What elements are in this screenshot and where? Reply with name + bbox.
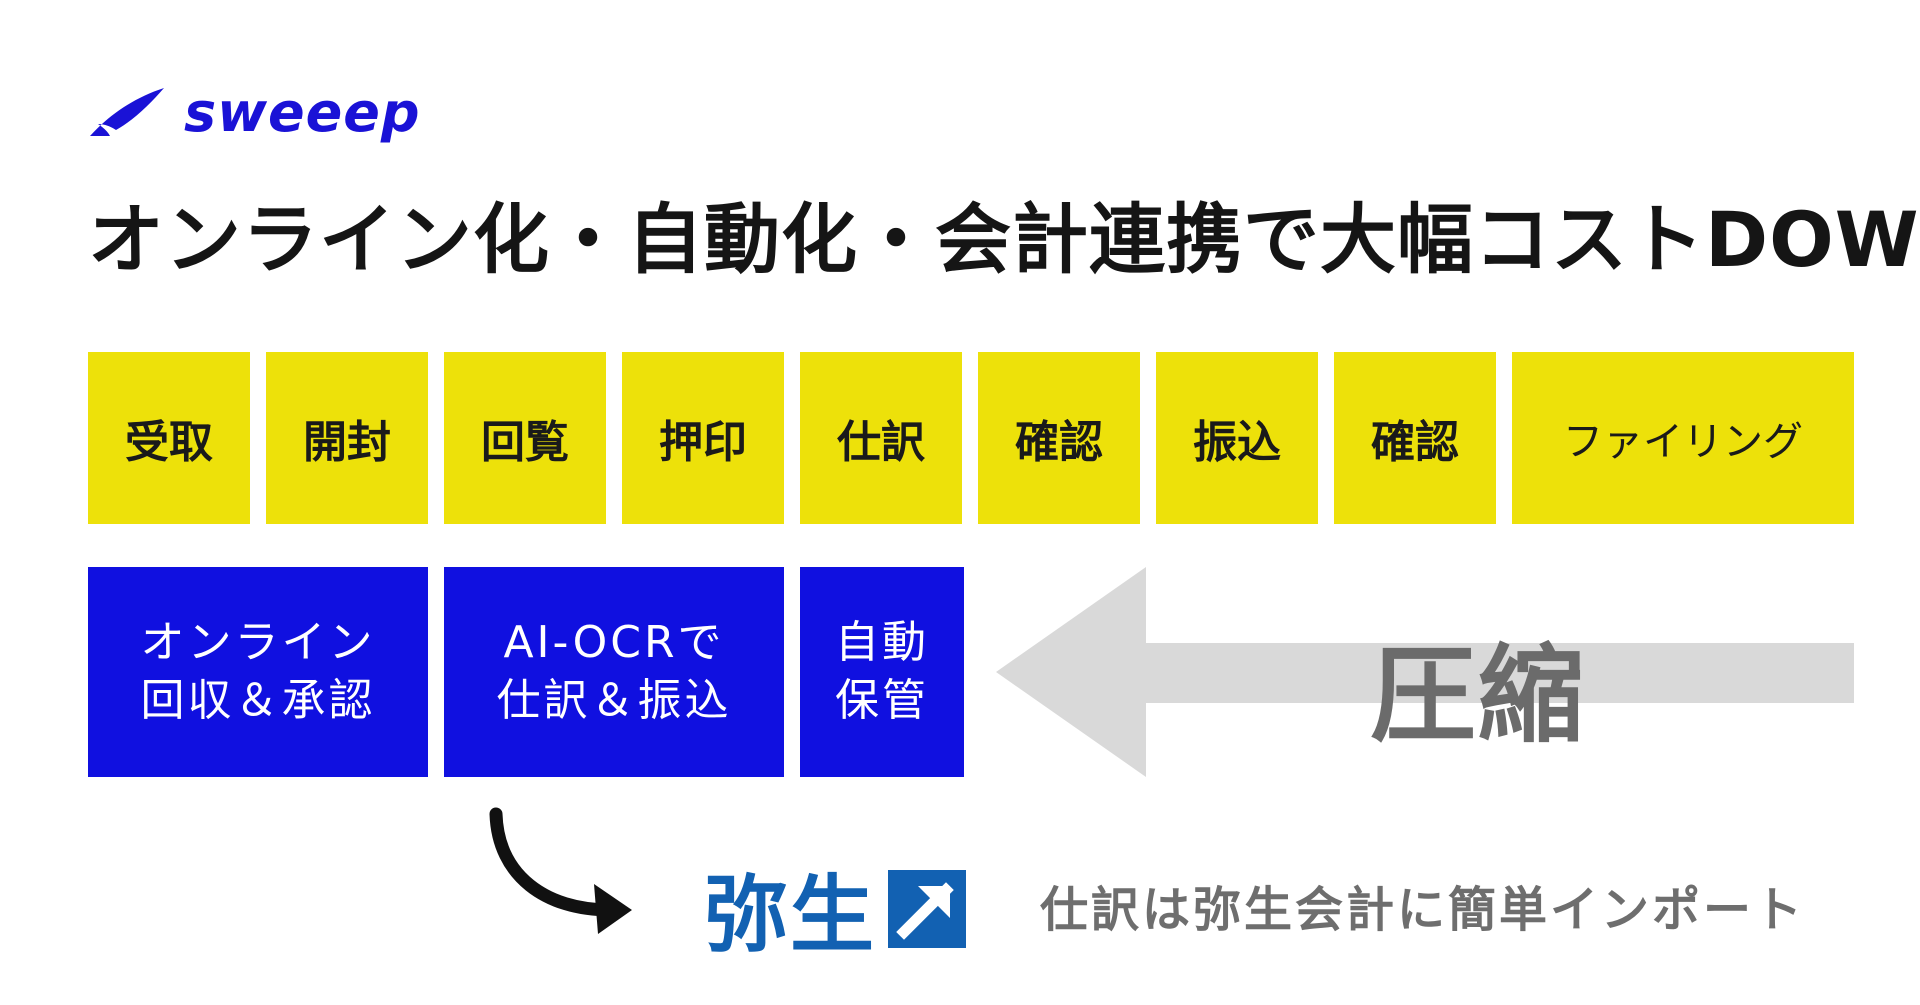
step-box: 押印 [622,352,784,524]
step-box: ファイリング [1512,352,1854,524]
yayoi-logo-text: 弥生 [704,866,877,964]
step-label: 回覧 [481,417,569,468]
yayoi-logo: 弥生 [704,848,967,969]
step-box: 受取 [88,352,250,524]
step-box: 開封 [266,352,428,524]
ai-ocr-box: AI-OCRで 仕訳＆振込 [444,567,784,777]
step-box: 回覧 [444,352,606,524]
curved-arrow-icon [489,807,632,934]
step-box: 確認 [1334,352,1496,524]
step-label: 開封 [303,417,391,468]
page-title: オンライン化・自動化・会計連携で大幅コストDOWN [88,195,1920,284]
step-label: 確認 [1371,417,1459,468]
step-label: 仕訳 [837,417,925,468]
step-label: ファイリング [1563,419,1803,465]
logo-text: sweeep [184,80,421,144]
box-line-1: 自動 [835,617,929,668]
step-label: 確認 [1015,417,1103,468]
compression-label: 圧縮 [1370,634,1586,757]
compression-arrow: 圧縮 [996,567,1854,777]
auto-storage-box: 自動 保管 [800,567,964,777]
import-note: 仕訳は弥生会計に簡単インポート [1040,882,1806,938]
step-box: 確認 [978,352,1140,524]
step-box: 仕訳 [800,352,962,524]
box-line-2: 仕訳＆振込 [496,675,732,726]
box-line-2: 回収＆承認 [140,675,376,726]
box-line-2: 保管 [835,675,929,726]
step-label: 振込 [1193,417,1281,468]
box-line-1: AI-OCRで [503,617,725,668]
online-collection-box: オンライン 回収＆承認 [88,567,428,777]
step-box: 振込 [1156,352,1318,524]
step-label: 受取 [125,417,213,468]
box-line-1: オンライン [140,617,376,668]
arrow-up-right-box-icon [888,869,967,948]
process-steps: 受取 開封 回覧 押印 仕訳 確認 振込 確認 ファイリング [88,352,1854,524]
paper-plane-wing-icon [90,88,164,136]
step-label: 押印 [659,417,747,468]
sweeep-logo: sweeep [88,72,421,152]
left-arrow-icon [996,567,1854,777]
